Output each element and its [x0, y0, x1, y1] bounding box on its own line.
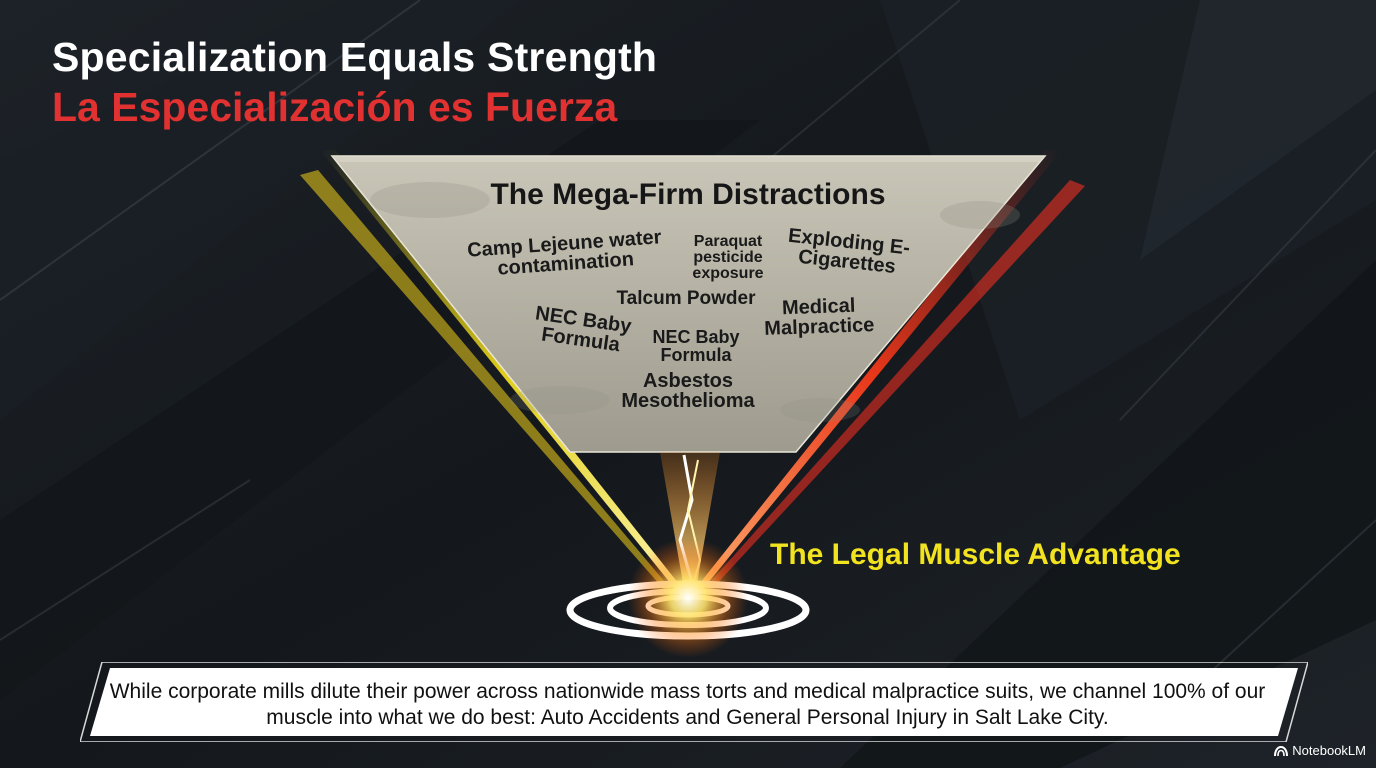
title-english: Specialization Equals Strength	[52, 34, 658, 80]
notebooklm-logo-icon	[1274, 745, 1289, 756]
topic-medical-malpractice: Medical Malpractice	[763, 294, 875, 340]
caption-text: While corporate mills dilute their power…	[109, 680, 1266, 729]
advantage-label: The Legal Muscle Advantage	[770, 538, 1181, 571]
caption-banner	[80, 662, 1308, 742]
topic-nec-formula-center: NEC Baby Formula	[652, 327, 740, 365]
funnel-heading: The Mega-Firm Distractions	[490, 178, 886, 211]
brand-watermark: NotebookLM	[1274, 743, 1366, 758]
topic-talcum-powder: Talcum Powder	[616, 288, 756, 309]
topic-asbestos: Asbestos Mesothelioma	[621, 370, 755, 412]
topic-paraquat: Paraquat pesticide exposure	[692, 233, 764, 282]
title-spanish: La Especialización es Fuerza	[52, 84, 618, 130]
brand-name: NotebookLM	[1292, 743, 1366, 758]
